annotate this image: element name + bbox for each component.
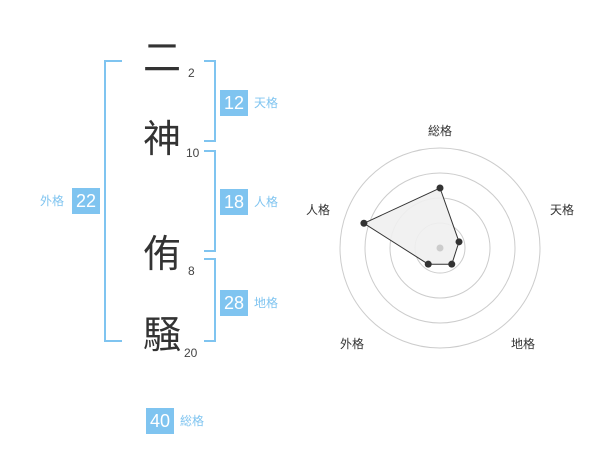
tenkaku-label: 天格 [254,96,279,110]
radar-point-1 [436,184,444,192]
name-char-3: 侑 [142,232,181,276]
gaikaku-label: 外格 [40,194,65,208]
stroke-count-2: 10 [186,146,200,160]
radar-point-4 [424,260,432,268]
jinkaku-label: 人格 [254,195,279,209]
radar-label-soukaku: 総格 [428,124,453,138]
tenkaku-bracket [204,60,216,142]
soukaku-label: 総格 [180,414,205,428]
radar-label-chikaku: 地格 [511,337,536,351]
jinkaku-badge: 18 [220,189,248,215]
radar-point-5 [360,219,368,227]
radar-center-dot [436,244,444,252]
name-char-1: 二 [142,36,181,80]
chikaku-label: 地格 [254,296,279,310]
chikaku-badge: 28 [220,290,248,316]
radar-point-2 [455,238,463,246]
gaikaku-bracket [104,60,122,342]
stroke-count-3: 8 [188,264,195,278]
tenkaku-badge: 12 [220,90,248,116]
jinkaku-bracket [204,150,216,252]
name-char-2: 神 [142,117,181,161]
radar-point-3 [448,260,456,268]
radar-label-jinkaku: 人格 [306,203,331,217]
radar-label-gaikaku: 外格 [340,337,365,351]
soukaku-badge: 40 [146,408,174,434]
gaikaku-badge: 22 [72,188,100,214]
radar-polygon [362,187,460,265]
radar-label-tenkaku: 天格 [550,203,575,217]
radar-ring-4 [339,147,541,349]
radar-ring-3 [364,172,516,324]
chikaku-bracket [204,258,216,342]
stroke-count-4: 20 [184,346,198,360]
stroke-count-1: 2 [188,66,195,80]
name-char-4: 騒 [142,313,181,357]
